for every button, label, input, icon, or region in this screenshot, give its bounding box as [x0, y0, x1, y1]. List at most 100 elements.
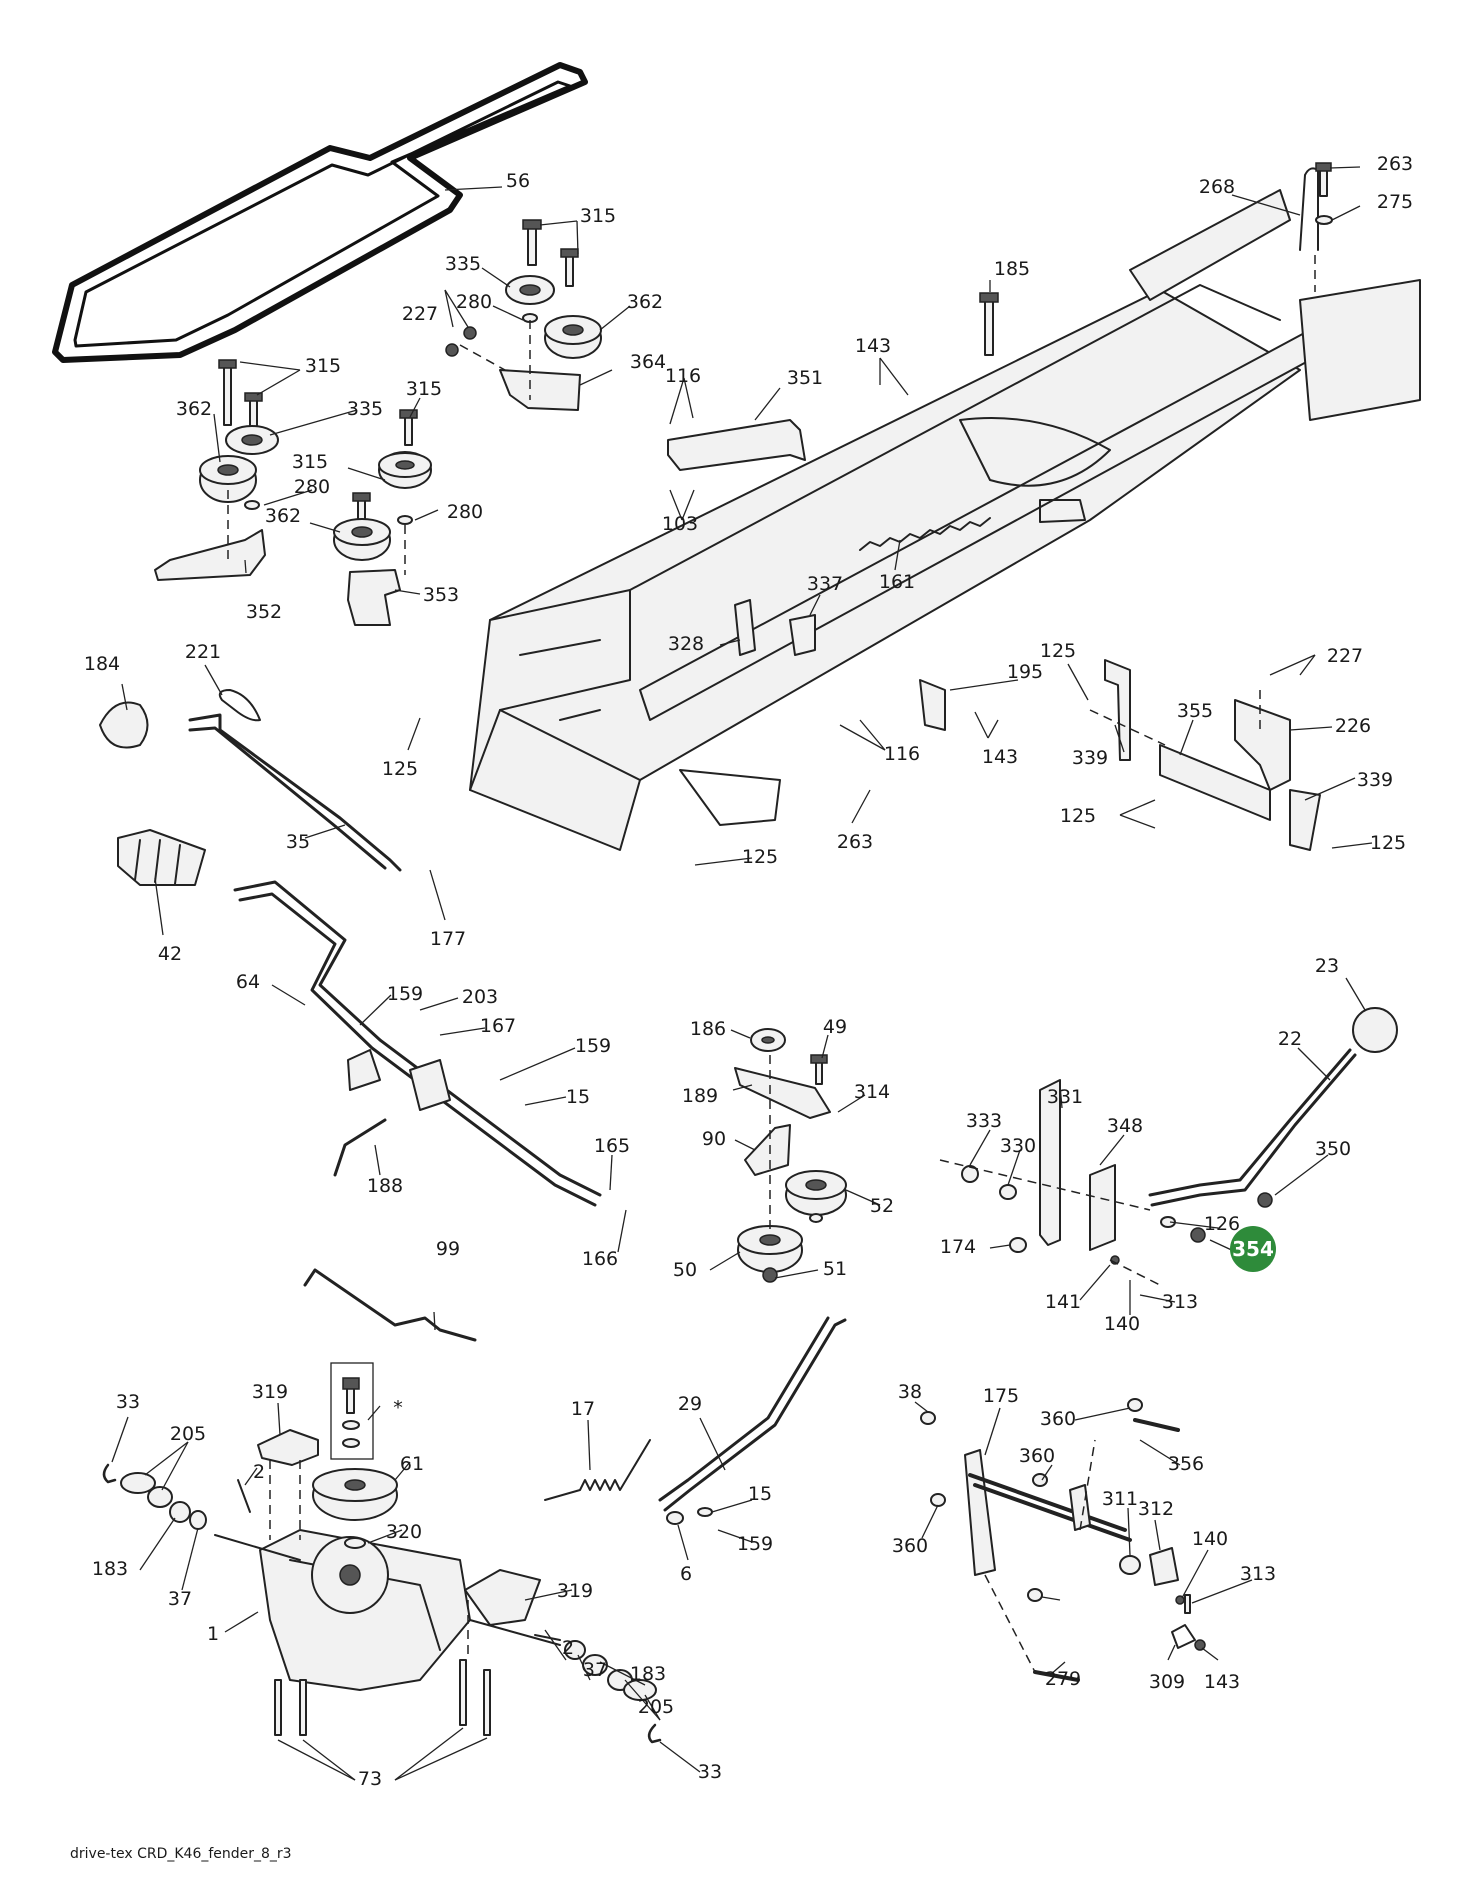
callout-1[interactable]: 1	[207, 1623, 219, 1645]
callout-103[interactable]: 103	[662, 513, 698, 535]
callout-337[interactable]: 337	[807, 573, 843, 595]
callout-335b[interactable]: 335	[347, 398, 383, 420]
callout-90[interactable]: 90	[702, 1128, 726, 1150]
callout-73[interactable]: 73	[358, 1768, 382, 1790]
callout-174[interactable]: 174	[940, 1236, 976, 1258]
callout-221[interactable]: 221	[185, 641, 221, 663]
callout-126[interactable]: 126	[1204, 1213, 1240, 1235]
callout-268[interactable]: 268	[1199, 176, 1235, 198]
callout-319b[interactable]: 319	[557, 1580, 593, 1602]
callout-205a[interactable]: 205	[170, 1423, 206, 1445]
callout-339a[interactable]: 339	[1072, 747, 1108, 769]
callout-280b[interactable]: 280	[294, 476, 330, 498]
callout-33b[interactable]: 33	[698, 1761, 722, 1783]
callout-280a[interactable]: 280	[456, 291, 492, 313]
callout-22[interactable]: 22	[1278, 1028, 1302, 1050]
callout-356[interactable]: 356	[1168, 1453, 1204, 1475]
callout-315a[interactable]: 315	[580, 205, 616, 227]
callout-348[interactable]: 348	[1107, 1115, 1143, 1137]
callout-140a[interactable]: 140	[1104, 1313, 1140, 1335]
callout-279[interactable]: 279	[1045, 1668, 1081, 1690]
callout-2b[interactable]: 2	[562, 1637, 574, 1659]
callout-6[interactable]: 6	[680, 1563, 692, 1585]
callout-159c[interactable]: 159	[737, 1533, 773, 1555]
callout-15a[interactable]: 15	[566, 1086, 590, 1108]
callout-125a[interactable]: 125	[742, 846, 778, 868]
callout-159a[interactable]: 159	[387, 983, 423, 1005]
callout-203[interactable]: 203	[462, 986, 498, 1008]
callout-177[interactable]: 177	[430, 928, 466, 950]
callout-353[interactable]: 353	[423, 584, 459, 606]
callout-125b[interactable]: 125	[1040, 640, 1076, 662]
callout-64[interactable]: 64	[236, 971, 260, 993]
callout-351[interactable]: 351	[787, 367, 823, 389]
callout-311[interactable]: 311	[1102, 1488, 1138, 1510]
callout-263b[interactable]: 263	[837, 831, 873, 853]
callout-330[interactable]: 330	[1000, 1135, 1036, 1157]
callout-195[interactable]: 195	[1007, 661, 1043, 683]
callout-354-highlighted[interactable]: 354	[1232, 1237, 1274, 1261]
callout-33a[interactable]: 33	[116, 1391, 140, 1413]
callout-313b[interactable]: 313	[1240, 1563, 1276, 1585]
callout-143c[interactable]: 143	[1204, 1671, 1240, 1693]
callout-362a[interactable]: 362	[627, 291, 663, 313]
highlighted-part-marker[interactable]	[1230, 1226, 1276, 1272]
callout-140b[interactable]: 140	[1192, 1528, 1228, 1550]
callout-29[interactable]: 29	[678, 1393, 702, 1415]
callout-309[interactable]: 309	[1149, 1671, 1185, 1693]
callout-335a[interactable]: 335	[445, 253, 481, 275]
callout-61[interactable]: 61	[400, 1453, 424, 1475]
callout-331[interactable]: 331	[1047, 1086, 1083, 1108]
callout-333[interactable]: 333	[966, 1110, 1002, 1132]
callout-166[interactable]: 166	[582, 1248, 618, 1270]
callout-141[interactable]: 141	[1045, 1291, 1081, 1313]
callout-263a[interactable]: 263	[1377, 153, 1413, 175]
callout-42[interactable]: 42	[158, 943, 182, 965]
callout-183b[interactable]: 183	[630, 1663, 666, 1685]
callout-275[interactable]: 275	[1377, 191, 1413, 213]
callout-17[interactable]: 17	[571, 1398, 595, 1420]
callout-360c[interactable]: 360	[892, 1535, 928, 1557]
callout-125c[interactable]: 125	[1060, 805, 1096, 827]
callout-star[interactable]: *	[393, 1397, 403, 1419]
callout-56[interactable]: 56	[506, 170, 530, 192]
callout-143a[interactable]: 143	[855, 335, 891, 357]
callout-161[interactable]: 161	[879, 571, 915, 593]
callout-51[interactable]: 51	[823, 1258, 847, 1280]
callout-52[interactable]: 52	[870, 1195, 894, 1217]
callout-315c[interactable]: 315	[406, 378, 442, 400]
callout-360b[interactable]: 360	[1019, 1445, 1055, 1467]
callout-319a[interactable]: 319	[252, 1381, 288, 1403]
callout-186[interactable]: 186	[690, 1018, 726, 1040]
callout-2a[interactable]: 2	[253, 1461, 265, 1483]
callout-360a[interactable]: 360	[1040, 1408, 1076, 1430]
callout-35[interactable]: 35	[286, 831, 310, 853]
callout-23[interactable]: 23	[1315, 955, 1339, 977]
callout-116a[interactable]: 116	[665, 365, 701, 387]
callout-38[interactable]: 38	[898, 1381, 922, 1403]
callout-280c[interactable]: 280	[447, 501, 483, 523]
callout-313a[interactable]: 313	[1162, 1291, 1198, 1313]
callout-350[interactable]: 350	[1315, 1138, 1351, 1160]
callout-15b[interactable]: 15	[748, 1483, 772, 1505]
callout-339b[interactable]: 339	[1357, 769, 1393, 791]
callout-125e[interactable]: 125	[382, 758, 418, 780]
callout-226[interactable]: 226	[1335, 715, 1371, 737]
callout-167[interactable]: 167	[480, 1015, 516, 1037]
callout-320[interactable]: 320	[386, 1521, 422, 1543]
callout-328[interactable]: 328	[668, 633, 704, 655]
callout-185[interactable]: 185	[994, 258, 1030, 280]
callout-175[interactable]: 175	[983, 1385, 1019, 1407]
callout-364[interactable]: 364	[630, 351, 666, 373]
callout-99[interactable]: 99	[436, 1238, 460, 1260]
callout-315d[interactable]: 315	[292, 451, 328, 473]
callout-314[interactable]: 314	[854, 1081, 890, 1103]
callout-37b[interactable]: 37	[583, 1659, 607, 1681]
callout-227a[interactable]: 227	[402, 303, 438, 325]
callout-189[interactable]: 189	[682, 1085, 718, 1107]
callout-362b[interactable]: 362	[176, 398, 212, 420]
callout-205b[interactable]: 205	[638, 1696, 674, 1718]
callout-159b[interactable]: 159	[575, 1035, 611, 1057]
callout-355[interactable]: 355	[1177, 700, 1213, 722]
callout-227b[interactable]: 227	[1327, 645, 1363, 667]
